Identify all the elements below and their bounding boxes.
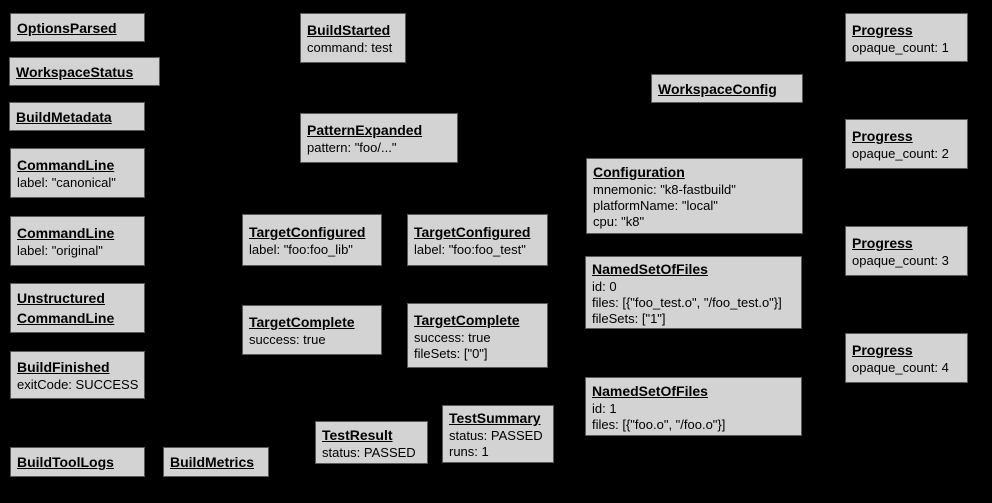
node-field: success: true xyxy=(249,332,326,347)
node-field: success: true xyxy=(414,329,491,345)
node-title: CommandLine xyxy=(17,225,115,241)
node-title: TargetComplete xyxy=(249,314,355,330)
node-title: PatternExpanded xyxy=(307,122,423,138)
node-title: Progress xyxy=(852,235,913,251)
node-title: TargetConfigured xyxy=(249,224,366,240)
node-field: label: "original" xyxy=(17,243,103,258)
node-title: TargetConfigured xyxy=(414,224,531,240)
node-progress-2: Progress opaque_count: 2 xyxy=(845,119,968,169)
node-target-configured-foo-lib: TargetConfigured label: "foo:foo_lib" xyxy=(242,214,382,266)
node-title: NamedSetOfFiles xyxy=(592,260,708,277)
node-title: BuildToolLogs xyxy=(17,454,114,470)
node-title: Progress xyxy=(852,128,913,144)
node-title: BuildMetadata xyxy=(16,108,112,125)
node-field: label: "foo:foo_test" xyxy=(414,242,526,257)
node-field: status: PASSED xyxy=(449,428,543,443)
node-field: platformName: "local" xyxy=(593,198,718,213)
node-field: fileSets: ["1"] xyxy=(592,310,666,326)
node-workspace-config: WorkspaceConfig xyxy=(651,74,803,103)
node-build-started: BuildStarted command: test xyxy=(300,13,406,63)
node-field: files: [{"foo_test.o", "/foo_test.o"}] xyxy=(592,294,782,310)
node-title: WorkspaceConfig xyxy=(658,80,777,97)
node-named-set-of-files-0: NamedSetOfFiles id: 0 files: [{"foo_test… xyxy=(585,256,802,329)
node-progress-1: Progress opaque_count: 1 xyxy=(845,13,968,62)
node-title: Progress xyxy=(852,342,913,358)
node-field: command: test xyxy=(307,40,393,55)
node-field: cpu: "k8" xyxy=(593,214,645,229)
node-options-parsed: OptionsParsed xyxy=(10,13,145,42)
node-configuration: Configuration mnemonic: "k8-fastbuild" p… xyxy=(586,158,803,234)
node-field: opaque_count: 2 xyxy=(852,146,949,161)
node-field: id: 1 xyxy=(592,400,617,416)
node-command-line-original: CommandLine label: "original" xyxy=(10,216,145,266)
node-field: mnemonic: "k8-fastbuild" xyxy=(593,182,736,197)
node-unstructured-command-line: Unstructured CommandLine xyxy=(10,283,145,333)
node-field: exitCode: SUCCESS xyxy=(17,377,139,392)
node-title: Configuration xyxy=(593,164,685,180)
node-field: runs: 1 xyxy=(449,444,489,459)
node-target-configured-foo-test: TargetConfigured label: "foo:foo_test" xyxy=(407,214,548,266)
node-field: status: PASSED xyxy=(322,444,416,460)
node-test-result: TestResult status: PASSED xyxy=(315,421,428,464)
node-pattern-expanded: PatternExpanded pattern: "foo/..." xyxy=(300,113,458,163)
node-title: BuildFinished xyxy=(17,359,110,375)
node-target-complete-foo-lib: TargetComplete success: true xyxy=(242,305,382,355)
node-build-tool-logs: BuildToolLogs xyxy=(10,447,145,477)
node-title: Unstructured CommandLine xyxy=(17,290,115,326)
node-title: TestResult xyxy=(322,426,393,443)
node-field: files: [{"foo.o", "/foo.o"}] xyxy=(592,416,726,432)
node-field: label: "foo:foo_lib" xyxy=(249,242,353,257)
node-title: Progress xyxy=(852,21,913,38)
node-command-line-canonical: CommandLine label: "canonical" xyxy=(10,148,145,198)
node-build-metrics: BuildMetrics xyxy=(163,447,269,477)
node-field: opaque_count: 3 xyxy=(852,253,949,268)
node-field: id: 0 xyxy=(592,278,617,294)
node-field: pattern: "foo/..." xyxy=(307,140,397,155)
node-title: OptionsParsed xyxy=(17,19,117,36)
node-field: label: "canonical" xyxy=(17,175,116,190)
node-progress-3: Progress opaque_count: 3 xyxy=(845,226,968,276)
node-build-metadata: BuildMetadata xyxy=(9,102,145,131)
node-field: opaque_count: 1 xyxy=(852,39,949,55)
node-build-finished: BuildFinished exitCode: SUCCESS xyxy=(10,351,145,399)
node-workspace-status: WorkspaceStatus xyxy=(9,57,160,86)
node-title: BuildStarted xyxy=(307,22,391,38)
node-title: TestSummary xyxy=(449,410,541,426)
node-target-complete-foo-test: TargetComplete success: true fileSets: [… xyxy=(407,303,548,368)
node-test-summary: TestSummary status: PASSED runs: 1 xyxy=(442,405,554,463)
node-title: BuildMetrics xyxy=(170,454,255,470)
node-title: CommandLine xyxy=(17,157,115,173)
node-title: TargetComplete xyxy=(414,311,520,328)
node-title: WorkspaceStatus xyxy=(16,63,134,80)
node-progress-4: Progress opaque_count: 4 xyxy=(845,333,968,383)
node-named-set-of-files-1: NamedSetOfFiles id: 1 files: [{"foo.o", … xyxy=(585,377,802,436)
node-field: opaque_count: 4 xyxy=(852,360,949,375)
node-title: NamedSetOfFiles xyxy=(592,382,708,399)
node-field: fileSets: ["0"] xyxy=(414,345,488,361)
